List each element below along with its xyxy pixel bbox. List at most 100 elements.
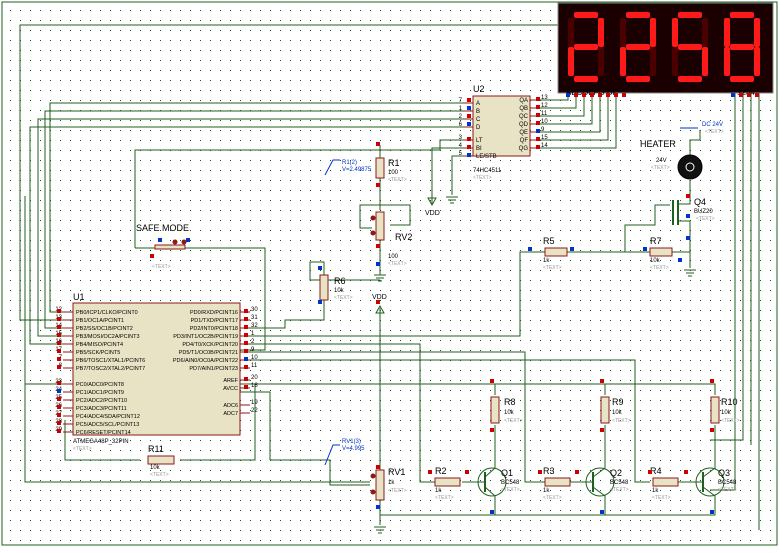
segment-d [678, 76, 702, 82]
logic-state-marker [57, 405, 61, 409]
dc24-label: DC 24V [702, 122, 723, 128]
segment-e [672, 47, 678, 76]
pin-name: PD5/T1/OC0B/PCINT21 [179, 350, 238, 356]
wires [19, 5, 760, 530]
r7-text: <TEXT> [650, 265, 669, 271]
logic-state-marker [710, 379, 714, 383]
logic-state-marker [57, 325, 61, 329]
pin-name: PC2/ADC2/PCINT10 [76, 398, 127, 404]
r5-value: 1k [543, 258, 550, 264]
logic-state-marker [376, 183, 380, 187]
logic-state-marker [747, 93, 751, 97]
logic-state-marker [574, 93, 578, 97]
rv2-knob-up[interactable] [370, 215, 376, 221]
q3-body [695, 467, 725, 497]
safe-mode-button[interactable]: SAFE MODE <TEXT> [136, 223, 189, 270]
logic-state-marker [739, 93, 743, 97]
logic-state-marker [600, 379, 604, 383]
r5-ref: R5 [543, 236, 555, 246]
segment-a [574, 12, 598, 18]
r4-text: <TEXT> [652, 495, 671, 501]
u1-ref: U1 [73, 292, 85, 302]
r2-value: 1k [435, 488, 442, 494]
r8-resistor: R8 10k <TEXT> [490, 396, 523, 424]
r2-text: <TEXT> [435, 495, 454, 501]
r3-ref: R3 [543, 466, 555, 476]
logic-state-marker [467, 137, 471, 141]
ground-icon [374, 274, 386, 282]
rv1-knob-down[interactable] [370, 489, 376, 495]
pin-name: ADC7 [223, 411, 238, 417]
logic-state-marker [467, 106, 471, 110]
pin-name: PD6/AIN0/OC0A/PCINT22 [173, 358, 238, 364]
safe-mode-knob[interactable] [181, 239, 187, 245]
safe-mode-switch-body[interactable] [154, 244, 186, 250]
pin-name: PB5/SCK/PCINT5 [76, 350, 120, 356]
rv1-text: <TEXT> [388, 488, 407, 494]
pin-number: 11 [541, 111, 548, 117]
logic-state-marker [606, 93, 610, 97]
logic-state-marker [467, 153, 471, 157]
q3-ref: Q3 [718, 468, 730, 478]
logic-state-marker [57, 389, 61, 393]
q1-ref: Q1 [501, 468, 513, 478]
segment-b [650, 18, 656, 47]
ground-icon [446, 196, 458, 204]
r11-resistor: R11 10k <TEXT> [147, 444, 175, 478]
pin-number: 12 [541, 103, 548, 109]
safe-mode-text: <TEXT> [152, 264, 171, 270]
logic-state-marker [376, 142, 380, 146]
rv1-probe-voltage: V=4.995 [342, 446, 365, 452]
logic-state-marker [57, 413, 61, 417]
pin-name: PD3/INT1/OC2B/PCINT19 [173, 334, 238, 340]
logic-state-marker [186, 238, 190, 242]
pin-number: 15 [541, 135, 548, 141]
logic-state-marker [536, 105, 540, 109]
segment-d [626, 76, 650, 82]
pin-number: 9 [541, 127, 545, 133]
logic-state-marker [57, 317, 61, 321]
vdd-arrow-icon [375, 304, 385, 314]
q4-text: <TEXT> [696, 216, 715, 222]
logic-state-marker [686, 236, 690, 240]
logic-state-marker [566, 93, 570, 97]
rv1-value: 1k [388, 480, 395, 486]
r8-body [490, 396, 500, 424]
segment-d [730, 76, 754, 82]
q3-text: <TEXT> [718, 487, 737, 493]
segment-a [730, 12, 754, 18]
segment-b [598, 18, 604, 47]
vdd-arrow-icon [427, 197, 437, 207]
r2-body [434, 477, 461, 487]
segment-c [650, 47, 656, 76]
u1-microcontroller: U1 ATMEGA48P_32PIN <TEXT> 12PB0/ICP1/CLK… [55, 292, 258, 452]
pin-name: LT [476, 138, 483, 144]
pin-name: B [476, 109, 480, 115]
logic-state-marker [57, 381, 61, 385]
pin-name: A [476, 101, 480, 107]
r1-resistor: R1 100 <TEXT> R1(2) V=2.49875 [324, 157, 407, 183]
rv2-ref: RV2 [395, 232, 412, 242]
logic-state-marker [318, 300, 322, 304]
r1-probe-voltage: V=2.49875 [342, 167, 372, 173]
segment-e [620, 47, 626, 76]
r6-resistor: R6 10k <TEXT> [319, 274, 353, 301]
pin-name: QD [519, 122, 529, 128]
pin-name: PC5/ADC5/SCL/PCINT13 [76, 422, 139, 428]
r1-text: <TEXT> [388, 177, 407, 183]
pin-name: QE [519, 130, 528, 136]
pin-number: 22 [251, 408, 258, 414]
q2-part: BC548 [610, 480, 629, 486]
r6-body [319, 274, 329, 301]
r3-value: 1k [543, 488, 550, 494]
rv1-knob-up[interactable] [370, 473, 376, 479]
r9-body [600, 396, 610, 424]
logic-state-marker [686, 194, 690, 198]
r10-body [710, 396, 720, 424]
r1-probe-label: R1(2) [342, 160, 357, 166]
r3-body [544, 477, 571, 487]
rv2-knob-down[interactable] [370, 230, 376, 236]
safe-mode-knob[interactable] [172, 239, 178, 245]
